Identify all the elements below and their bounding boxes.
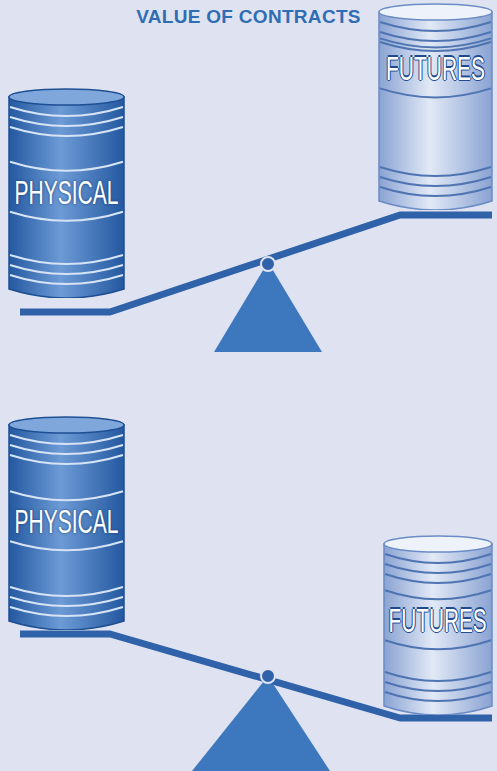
barrel-rib: [385, 590, 491, 599]
fulcrum: [214, 262, 322, 352]
barrel-rib: [10, 435, 123, 444]
barrel-rib: [10, 597, 123, 606]
barrel-rib: [380, 22, 491, 31]
barrel-rib: [10, 212, 123, 221]
barrel-rib: [10, 455, 123, 464]
barrel-body: [9, 97, 124, 298]
pivot: [261, 669, 275, 683]
barrel-rib: [385, 640, 491, 649]
barrel-rib: [385, 682, 491, 691]
barrel-label: FUTURES: [389, 604, 487, 637]
barrel-rib: [385, 672, 491, 681]
barrel-rib: [10, 587, 123, 596]
barrel-lid: [9, 89, 124, 105]
barrel-rib: [10, 117, 123, 126]
barrel-rib: [10, 491, 123, 500]
barrel-rib: [10, 607, 123, 616]
barrel-body: [9, 425, 124, 630]
barrel: FUTURES: [378, 3, 493, 210]
barrel-label: PHYSICAL: [15, 505, 119, 538]
barrel-rib: [380, 177, 491, 186]
barrel-lid: [9, 417, 124, 433]
barrel-rib: [10, 445, 123, 454]
barrel-outline: [378, 3, 493, 210]
barrel-rib: [10, 255, 123, 264]
barrel-rib: [385, 574, 491, 583]
barrel-lid: [384, 536, 492, 552]
barrel-rib: [380, 167, 491, 176]
barrel-rib: [10, 541, 123, 550]
barrel: PHYSICAL: [8, 416, 125, 630]
barrel-rib: [380, 187, 491, 196]
barrel-rib: [10, 265, 123, 274]
pivot: [261, 257, 275, 271]
barrel-rib: [10, 127, 123, 136]
barrel-body: [379, 12, 492, 210]
barrel-rib: [380, 88, 491, 97]
barrel-rib: [10, 162, 123, 171]
barrel-rib: [385, 564, 491, 573]
barrel-body: [384, 544, 492, 715]
barrel: PHYSICAL: [8, 88, 125, 298]
barrel-rib: [385, 692, 491, 701]
barrel-label: FUTURES: [386, 52, 485, 85]
barrel-lid: [379, 4, 492, 20]
barrel-rib: [10, 275, 123, 284]
barrel-label: PHYSICAL: [15, 176, 119, 209]
barrel-rib: [380, 32, 491, 41]
barrel-rib: [380, 38, 491, 47]
barrel-rib: [10, 107, 123, 116]
barrel-rib: [385, 554, 491, 563]
barrel: FUTURES: [383, 535, 493, 715]
